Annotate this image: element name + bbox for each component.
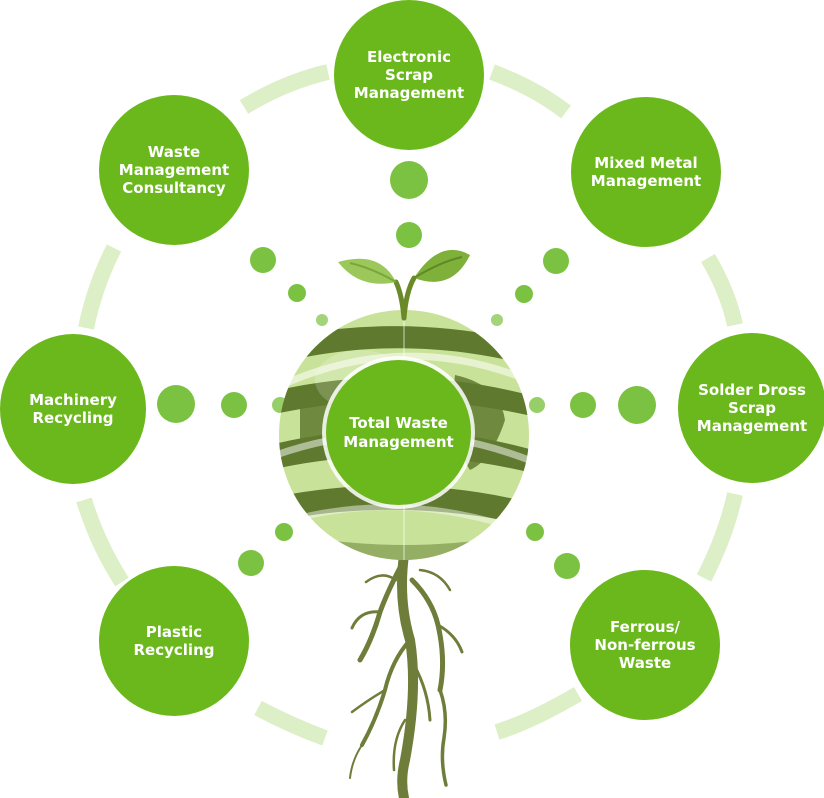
connector-dot (396, 222, 422, 248)
ring-arc (696, 492, 743, 582)
ring-arc (78, 244, 122, 330)
node-total-waste-management[interactable]: Total Waste Management (326, 360, 471, 505)
connector-dot (316, 314, 328, 326)
ring-arc (254, 700, 328, 746)
sprout-graphic (338, 249, 470, 321)
ring-arc (239, 64, 330, 114)
node-waste-consultancy[interactable]: Waste Management Consultancy (99, 95, 249, 245)
connector-dot (543, 248, 569, 274)
connector-dot (554, 553, 580, 579)
connector-dot (515, 285, 533, 303)
connector-dot (275, 523, 293, 541)
connector-dot (157, 385, 195, 423)
node-plastic-recycling[interactable]: Plastic Recycling (99, 566, 249, 716)
ring-arc (489, 64, 571, 119)
connector-dot (238, 550, 264, 576)
node-solder-dross[interactable]: Solder Dross Scrap Management (678, 333, 824, 483)
ring-arc (494, 687, 583, 740)
connector-dot (250, 247, 276, 273)
connector-dot (221, 392, 247, 418)
connector-dot (390, 161, 428, 199)
connector-dots (157, 161, 656, 579)
ring-arcs (76, 64, 743, 746)
node-machinery-recycling[interactable]: Machinery Recycling (0, 334, 146, 484)
ring-arc (76, 497, 129, 587)
connector-dot (288, 284, 306, 302)
roots-graphic (349, 550, 464, 798)
connector-dot (491, 314, 503, 326)
node-mixed-metal[interactable]: Mixed Metal Management (571, 97, 721, 247)
connector-dot (570, 392, 596, 418)
connector-dot (529, 397, 545, 413)
connector-dot (618, 386, 656, 424)
node-electronic-scrap[interactable]: Electronic Scrap Management (334, 0, 484, 150)
connector-dot (526, 523, 544, 541)
ring-arc (701, 253, 743, 327)
node-ferrous-waste[interactable]: Ferrous/ Non-ferrous Waste (570, 570, 720, 720)
